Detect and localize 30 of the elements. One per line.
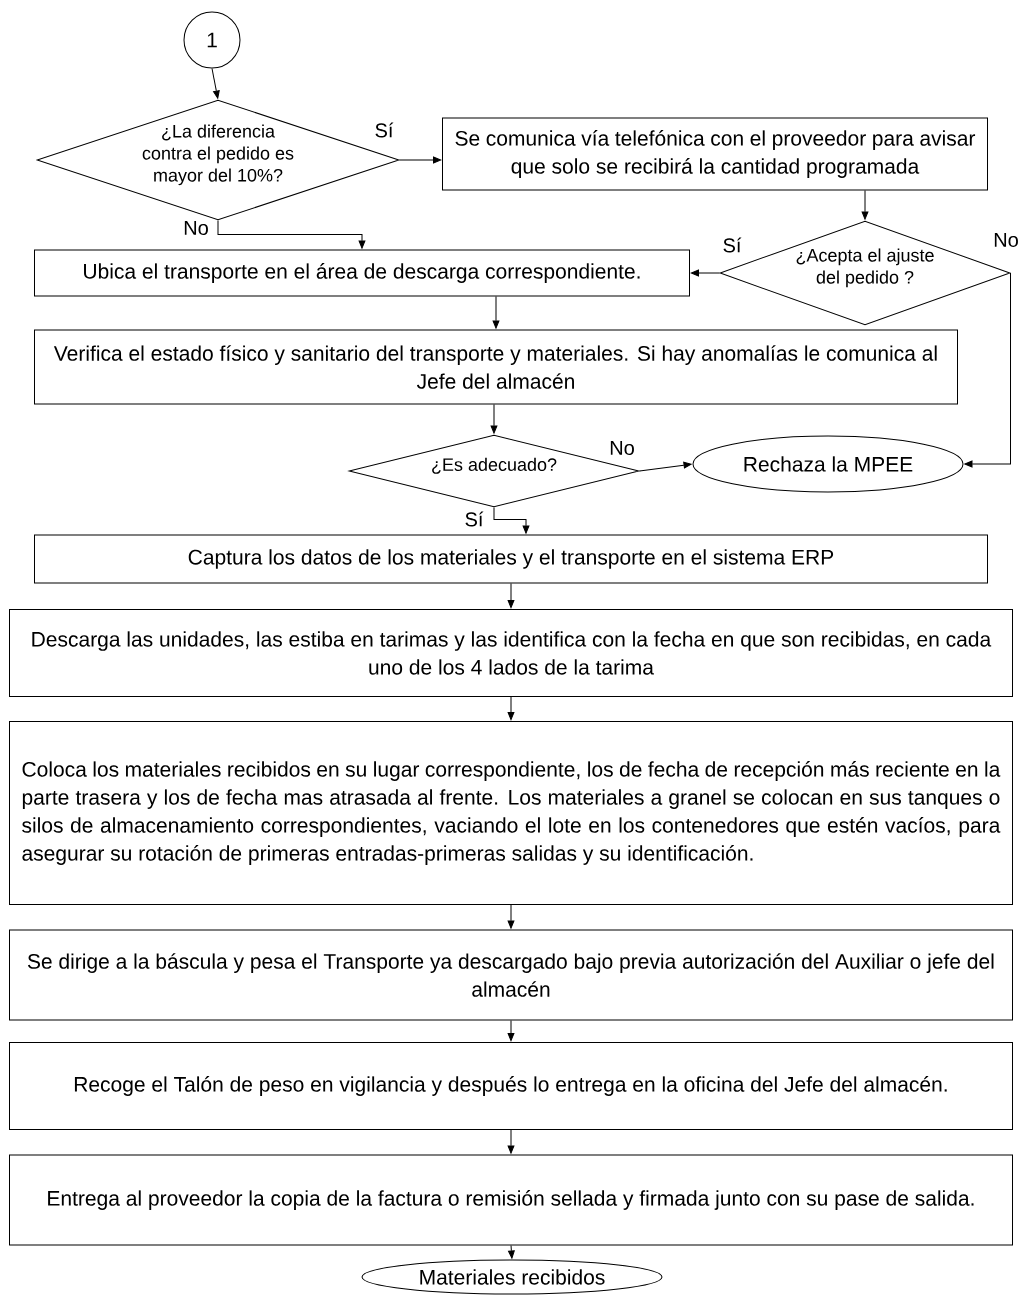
- edge-label: No: [608, 440, 636, 456]
- process-box: Verifica el estado físico y sanitario del transporte y materiales. Si hay anomalías le comunica al Jefe del almacén: [34, 329, 958, 405]
- arrow: [507, 583, 515, 609]
- process-box: Descarga las unidades, las estiba en tarimas y las identifica con la fecha en que son recibidas, en cada uno de los 4 lados de la tarima: [9, 609, 1013, 697]
- process-box: Ubica el transporte en el área de descarga correspondiente.: [34, 249, 690, 297]
- arrow: [508, 1245, 515, 1259]
- arrow: [507, 1020, 515, 1042]
- arrow: [399, 156, 442, 164]
- arrow: [690, 269, 720, 277]
- arrow: [211, 68, 220, 99]
- arrow: [493, 507, 530, 534]
- arrow: [861, 190, 869, 220]
- process-box: Captura los datos de los materiales y el transporte en el sistema ERP: [34, 534, 988, 584]
- arrow: [964, 272, 1011, 468]
- arrow: [507, 696, 515, 721]
- process-box: Entrega al proveedor la copia de la factura o remisión sellada y firmada junto con su pase de salida.: [9, 1154, 1013, 1246]
- process-box: Se dirige a la báscula y pesa el Transporte ya descargado bajo previa autorización del Auxiliar o jefe del almacén: [9, 929, 1013, 1021]
- arrow: [490, 404, 498, 434]
- edge-label: Sí: [721, 236, 743, 254]
- edge-label: No: [182, 220, 210, 236]
- process-box: Coloca los materiales recibidos en su lugar correspondiente, los de fecha de recepción más reciente en la parte trasera y los de fecha mas atrasada al frente. Los materiales a granel se colocan en sus tanques o silos de almacenamiento correspondientes, vaciando el lote en los contenedores que estén vacíos, para asegurar su rotación de primeras entradas-primeras salidas y su identificación.: [9, 721, 1013, 905]
- edge-label: Sí: [373, 121, 395, 139]
- process-box: Se comunica vía telefónica con el proveedor para avisar que solo se recibirá la cantidad programada: [442, 117, 988, 191]
- arrow: [492, 296, 500, 329]
- arrow: [507, 904, 515, 929]
- arrow: [217, 220, 366, 249]
- arrow: [639, 461, 692, 472]
- arrow: [507, 1129, 515, 1154]
- edge-label: Sí: [463, 510, 485, 528]
- process-box: Recoge el Talón de peso en vigilancia y después lo entrega en la oficina del Jefe del almacén.: [9, 1042, 1013, 1130]
